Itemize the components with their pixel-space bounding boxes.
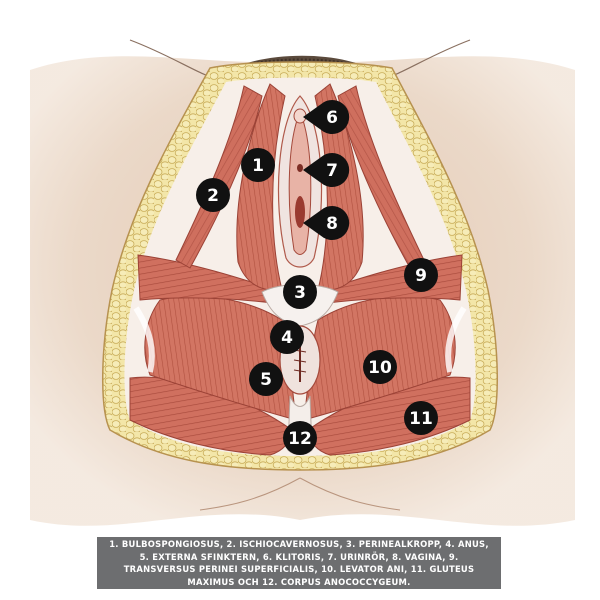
- marker-2: 2: [196, 178, 230, 212]
- marker-2-circle: [196, 178, 230, 212]
- marker-5: 5: [249, 362, 283, 396]
- marker-12: 12: [283, 421, 317, 455]
- marker-11-circle: [404, 401, 438, 435]
- marker-1-label: 1: [252, 156, 264, 176]
- marker-9: 9: [404, 258, 438, 292]
- marker-6-pin: [303, 99, 350, 134]
- marker-8-label: 8: [326, 214, 338, 234]
- marker-3-circle: [283, 275, 317, 309]
- marker-7-label: 7: [326, 161, 338, 181]
- marker-2-label: 2: [207, 186, 219, 206]
- marker-10-circle: [363, 350, 397, 384]
- urethra: [297, 164, 303, 172]
- ischiocavernosus: [175, 85, 425, 269]
- marker-1-circle: [241, 148, 275, 182]
- marker-5-label: 5: [260, 370, 272, 390]
- clitoris: [293, 108, 307, 124]
- caption-box: 1. BULBOSPONGIOSUS, 2. ISCHIOCAVERNOSUS,…: [97, 537, 501, 589]
- marker-10: 10: [363, 350, 397, 384]
- marker-8: 8: [303, 206, 350, 240]
- marker-6-label: 6: [326, 108, 338, 128]
- marker-6: 6: [303, 99, 350, 134]
- marker-12-label: 12: [288, 429, 312, 449]
- marker-4: 4: [270, 320, 304, 354]
- marker-10-label: 10: [368, 358, 392, 378]
- gluteus-maximus: [129, 376, 471, 456]
- marker-3: 3: [283, 275, 317, 309]
- marker-1: 1: [241, 148, 275, 182]
- marker-7: 7: [303, 153, 350, 187]
- caption-text: 1. BULBOSPONGIOSUS, 2. ISCHIOCAVERNOSUS,…: [109, 539, 489, 587]
- marker-9-circle: [404, 258, 438, 292]
- marker-8-pin: [303, 206, 350, 240]
- marker-9-label: 9: [415, 266, 427, 286]
- marker-5-circle: [249, 362, 283, 396]
- marker-4-circle: [270, 320, 304, 354]
- marker-7-pin: [303, 153, 350, 187]
- marker-12-circle: [283, 421, 317, 455]
- marker-4-label: 4: [281, 328, 293, 348]
- marker-3-label: 3: [294, 283, 306, 303]
- marker-11-label: 11: [409, 409, 433, 429]
- tendons: [133, 306, 467, 373]
- vagina: [295, 196, 305, 228]
- marker-11: 11: [404, 401, 438, 435]
